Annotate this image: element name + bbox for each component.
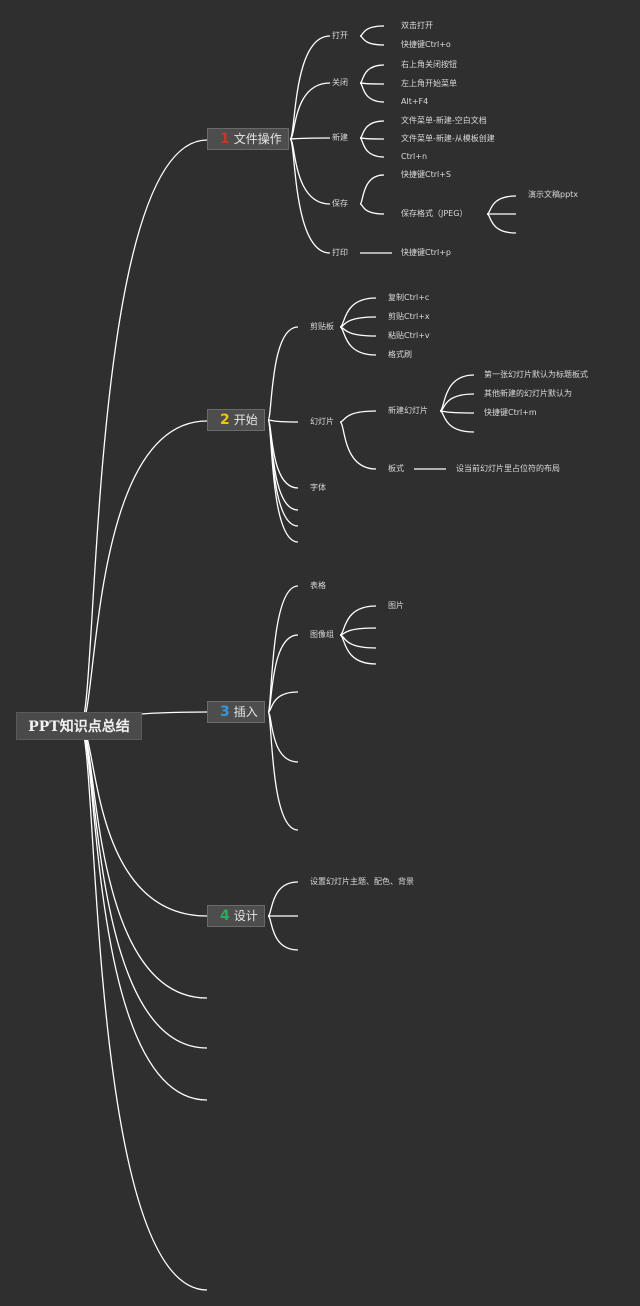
node-new-slide[interactable]: 新建幻灯片 — [388, 406, 428, 415]
save-format-connector — [486, 213, 517, 234]
clipboard-connector — [339, 326, 377, 356]
new-connector — [359, 120, 385, 139]
save-format-connector — [486, 195, 517, 215]
root-connector — [79, 420, 208, 727]
leaf-picture[interactable]: 图片 — [388, 601, 404, 610]
branch1-connector — [289, 137, 331, 140]
leaf-open-2[interactable]: 快捷键Ctrl+o — [401, 40, 451, 49]
new-slide-connector — [439, 410, 475, 433]
root-connector — [79, 725, 208, 1101]
leaf-new-slide-2[interactable]: 其他新建的幻灯片默认为 — [484, 389, 572, 398]
branch2-connector — [267, 419, 299, 543]
leaf-print-1[interactable]: 快捷键Ctrl+p — [401, 248, 452, 257]
clipboard-connector — [339, 316, 377, 328]
branch2-connector — [267, 326, 299, 421]
leaf-new-slide-3[interactable]: 快捷键Ctrl+m — [484, 408, 537, 417]
branch-number-1: 1 — [220, 131, 230, 147]
root-connector — [79, 725, 208, 917]
new-slide-connector — [439, 410, 475, 414]
branch-number-2: 2 — [220, 412, 230, 428]
branch2-connector — [267, 419, 299, 423]
branch1-connector — [289, 138, 331, 254]
open-connector — [359, 25, 385, 37]
save-connector — [359, 174, 385, 205]
node-clipboard[interactable]: 剪贴板 — [310, 322, 334, 331]
node-print[interactable]: 打印 — [332, 248, 348, 257]
new-connector — [359, 137, 385, 140]
root-topic[interactable]: PPT知识点总结 — [16, 712, 142, 740]
leaf-close-3[interactable]: Alt+F4 — [401, 97, 429, 106]
branch-label: 开始 — [233, 413, 258, 427]
leaf-close-2[interactable]: 左上角开始菜单 — [401, 79, 457, 88]
branch4-connector — [267, 881, 299, 917]
branch1-connector — [289, 138, 331, 205]
node-table[interactable]: 表格 — [310, 581, 326, 590]
close-connector — [359, 64, 385, 84]
clipboard-connector — [339, 326, 377, 337]
branch-label: 文件操作 — [233, 132, 282, 146]
images-connector — [339, 627, 377, 636]
leaf-paste[interactable]: 粘贴Ctrl+v — [388, 331, 430, 340]
slides-connector — [339, 410, 377, 423]
branch3-connector — [267, 585, 299, 713]
root-connector — [79, 725, 208, 1049]
root-connector — [79, 139, 208, 727]
slides-connector — [339, 421, 377, 470]
branch1-connector — [289, 35, 331, 140]
branch-number-4: 4 — [220, 908, 230, 924]
leaf-copy[interactable]: 复制Ctrl+c — [388, 293, 430, 302]
node-slides[interactable]: 幻灯片 — [310, 417, 334, 426]
branch-number-3: 3 — [220, 704, 230, 720]
new-connector — [359, 137, 385, 158]
close-connector — [359, 82, 385, 85]
node-save-format[interactable]: 保存格式（JPEG） — [401, 209, 468, 218]
leaf-new-3[interactable]: Ctrl+n — [401, 152, 428, 161]
close-connector — [359, 82, 385, 103]
open-connector — [359, 35, 385, 46]
leaf-save-format-1[interactable]: 演示文稿pptx — [528, 190, 579, 199]
node-layout[interactable]: 板式 — [388, 464, 404, 473]
root-connector — [79, 725, 208, 1291]
save-connector — [359, 203, 385, 215]
node-images[interactable]: 图像组 — [310, 630, 334, 639]
images-connector — [339, 605, 377, 636]
branch-label: 插入 — [233, 705, 258, 719]
node-close[interactable]: 关闭 — [332, 78, 348, 87]
branch2-connector — [267, 419, 299, 527]
node-font[interactable]: 字体 — [310, 483, 326, 492]
branch-label: 设计 — [233, 909, 258, 923]
leaf-cut[interactable]: 剪贴Ctrl+x — [388, 312, 430, 321]
node-open[interactable]: 打开 — [332, 31, 348, 40]
branch4-connector — [267, 915, 299, 951]
leaf-new-slide-1[interactable]: 第一张幻灯片默认为标题板式 — [484, 370, 588, 379]
leaf-open-1[interactable]: 双击打开 — [401, 21, 433, 30]
node-save[interactable]: 保存 — [332, 199, 348, 208]
branch1-connector — [289, 82, 331, 140]
leaf-design-theme[interactable]: 设置幻灯片主题、配色、背景 — [310, 877, 414, 886]
branch3-connector — [267, 711, 299, 831]
leaf-new-1[interactable]: 文件菜单-新建-空白文档 — [401, 116, 487, 125]
branch3-connector — [267, 691, 299, 713]
branch3-connector — [267, 634, 299, 713]
leaf-new-2[interactable]: 文件菜单-新建-从模板创建 — [401, 134, 495, 143]
leaf-save-1[interactable]: 快捷键Ctrl+S — [401, 170, 452, 179]
node-new[interactable]: 新建 — [332, 133, 348, 142]
leaf-close-1[interactable]: 右上角关闭按钮 — [401, 60, 457, 69]
leaf-format-painter[interactable]: 格式刷 — [388, 350, 412, 359]
leaf-layout-desc[interactable]: 设当前幻灯片里占位符的布局 — [456, 464, 560, 473]
images-connector — [339, 634, 377, 665]
